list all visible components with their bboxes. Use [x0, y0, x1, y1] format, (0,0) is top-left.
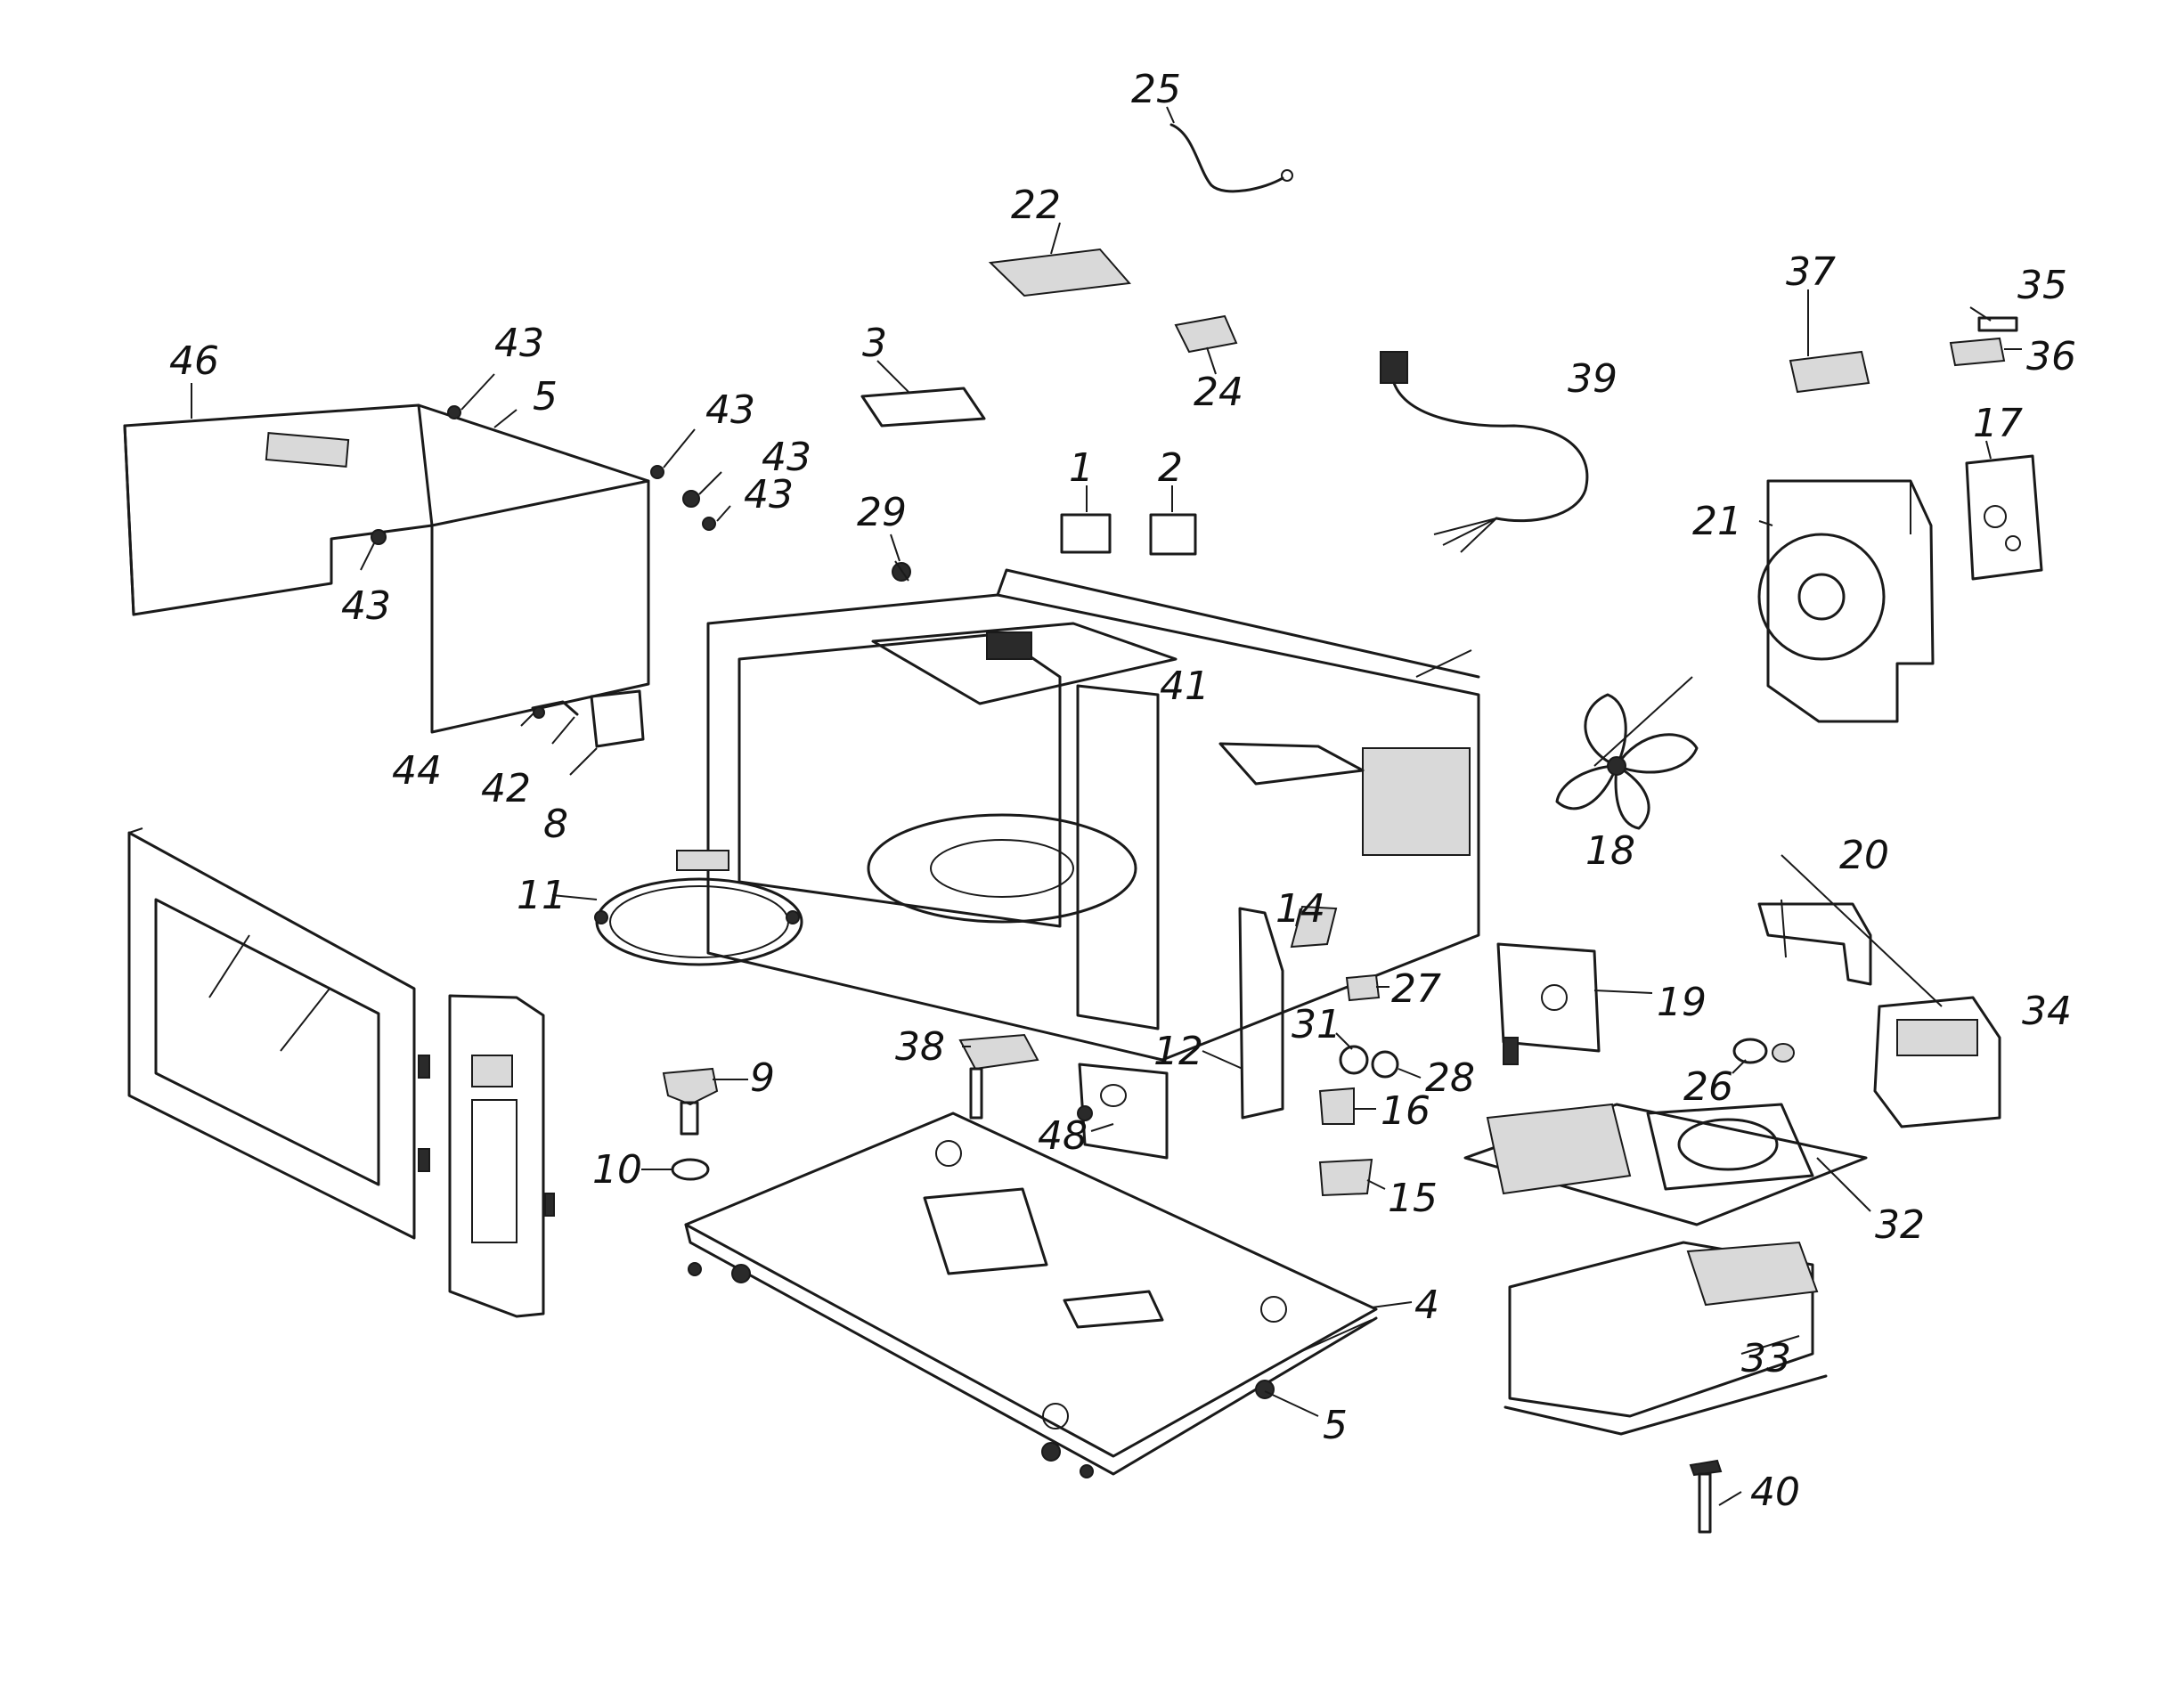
- label-4: 4: [1414, 1283, 1439, 1328]
- label-43-b: 43: [705, 387, 755, 433]
- label-10: 10: [592, 1147, 642, 1193]
- label-5-top: 5: [533, 374, 558, 419]
- label-43-e: 43: [341, 583, 391, 629]
- label-44: 44: [392, 748, 442, 794]
- label-33: 33: [1741, 1336, 1791, 1381]
- label-15: 15: [1388, 1176, 1438, 1221]
- bracket-48: [1077, 1063, 1169, 1160]
- label-5-bottom: 5: [1323, 1403, 1348, 1448]
- small-bracket-parts: [531, 689, 645, 748]
- label-21: 21: [1692, 499, 1742, 544]
- turntable-coupler: [662, 1067, 719, 1181]
- label-43-a: 43: [494, 321, 544, 366]
- label-34: 34: [2022, 989, 2072, 1034]
- door-assembly: [127, 827, 430, 1240]
- label-41: 41: [1160, 664, 1210, 709]
- label-43-d: 43: [744, 472, 794, 517]
- bracket-20: [1757, 902, 1872, 986]
- label-43-c: 43: [762, 435, 811, 480]
- control-panel: [448, 994, 555, 1318]
- label-37: 37: [1786, 249, 1836, 295]
- power-cord: [1380, 351, 1589, 553]
- label-35: 35: [2017, 263, 2067, 308]
- label-32: 32: [1875, 1202, 1925, 1248]
- label-14: 14: [1275, 886, 1325, 932]
- label-8: 8: [543, 802, 568, 847]
- label-2: 2: [1158, 445, 1183, 491]
- label-25: 25: [1131, 67, 1181, 112]
- screw-40: [1689, 1459, 1723, 1534]
- base-plate: [684, 1112, 1378, 1478]
- fan-housing: [1757, 479, 1935, 723]
- outer-cabinet: [123, 403, 650, 734]
- label-42: 42: [481, 766, 531, 811]
- label-28: 28: [1425, 1055, 1475, 1101]
- fan-blade: [1555, 693, 1699, 830]
- small-components-top-right: [1789, 316, 2018, 394]
- capacitor-19: [1496, 942, 1601, 1065]
- turntable-motor: [958, 1033, 1039, 1120]
- oven-cavity: [706, 568, 1480, 1062]
- label-12: 12: [1153, 1029, 1203, 1074]
- label-26: 26: [1683, 1064, 1733, 1110]
- label-38: 38: [895, 1024, 945, 1070]
- label-19: 19: [1657, 980, 1707, 1025]
- label-18: 18: [1585, 828, 1635, 874]
- top-bracket: [988, 248, 1131, 297]
- label-29: 29: [857, 490, 907, 535]
- label-31: 31: [1292, 1002, 1341, 1047]
- roller-ring: [594, 850, 803, 966]
- part-number-labels: 25 22 24 3 1 2 29 41 39 37 35 36 17 21 1…: [169, 67, 2076, 1515]
- label-17: 17: [1973, 401, 2023, 446]
- label-3: 3: [862, 321, 887, 366]
- leader-lines: [191, 106, 2022, 1506]
- cabinet-screws: [371, 405, 716, 545]
- transformer-assembly: [1463, 1103, 1868, 1226]
- label-27: 27: [1391, 966, 1441, 1012]
- label-46: 46: [169, 338, 219, 384]
- ground-wire: [1169, 123, 1284, 193]
- label-16: 16: [1381, 1088, 1430, 1134]
- label-1: 1: [1069, 445, 1094, 491]
- small-block-24: [1174, 314, 1238, 354]
- fastener-29: [892, 560, 911, 582]
- label-48: 48: [1038, 1113, 1088, 1159]
- label-plate-1: [1060, 513, 1112, 554]
- label-20: 20: [1839, 833, 1889, 878]
- label-sheet: [860, 387, 986, 428]
- label-11: 11: [517, 873, 566, 918]
- thermal-cutout-26: [1732, 1038, 1795, 1064]
- label-39: 39: [1568, 356, 1618, 402]
- interlock-switch-parts: [1238, 905, 1399, 1197]
- base-housing-33: [1504, 1241, 1828, 1436]
- label-24: 24: [1194, 370, 1243, 415]
- label-22: 22: [1011, 183, 1061, 228]
- label-36: 36: [2026, 334, 2076, 379]
- relay-17: [1965, 454, 2043, 581]
- label-plate-2: [1149, 513, 1197, 556]
- waveguide-bracket: [1218, 742, 1365, 786]
- label-9: 9: [750, 1055, 775, 1101]
- magnetron-34: [1873, 996, 2001, 1128]
- label-40: 40: [1750, 1470, 1800, 1515]
